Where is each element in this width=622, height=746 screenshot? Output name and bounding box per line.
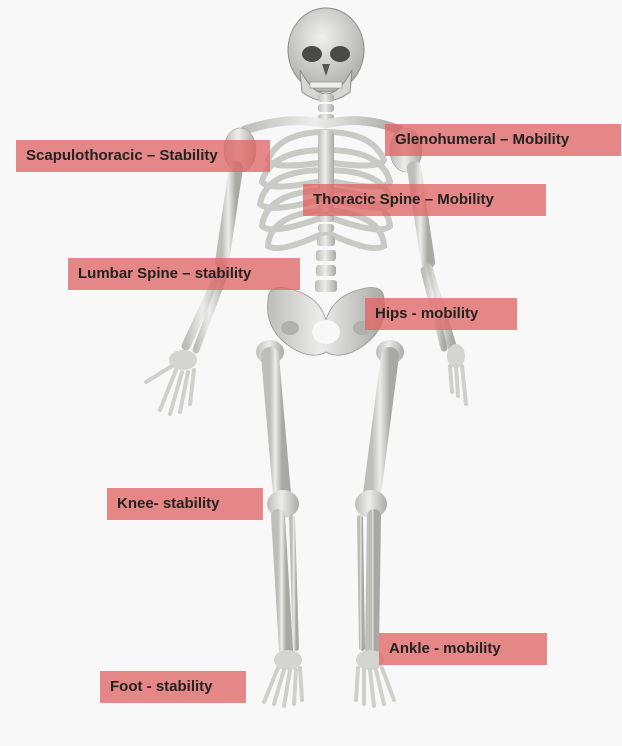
left-leg (256, 340, 302, 706)
cervical-spine (318, 94, 334, 122)
left-arm (146, 168, 236, 414)
label-thoracic-spine-text: Thoracic Spine – Mobility (313, 191, 494, 208)
label-hips: Hips - mobility (365, 298, 517, 330)
label-scapulothoracic: Scapulothoracic – Stability (16, 140, 270, 172)
spine (315, 204, 337, 292)
label-foot: Foot - stability (100, 671, 246, 703)
label-hips-text: Hips - mobility (375, 305, 478, 322)
label-lumbar-spine-text: Lumbar Spine – stability (78, 265, 251, 282)
label-glenohumeral-text: Glenohumeral – Mobility (395, 131, 569, 148)
label-foot-text: Foot - stability (110, 678, 213, 695)
label-knee: Knee- stability (107, 488, 263, 520)
label-thoracic-spine: Thoracic Spine – Mobility (303, 184, 546, 216)
label-glenohumeral: Glenohumeral – Mobility (385, 124, 621, 156)
label-ankle: Ankle - mobility (379, 633, 547, 665)
label-lumbar-spine: Lumbar Spine – stability (68, 258, 300, 290)
label-knee-text: Knee- stability (117, 495, 220, 512)
label-ankle-text: Ankle - mobility (389, 640, 501, 657)
label-scapulothoracic-text: Scapulothoracic – Stability (26, 147, 218, 164)
skull (288, 8, 364, 101)
